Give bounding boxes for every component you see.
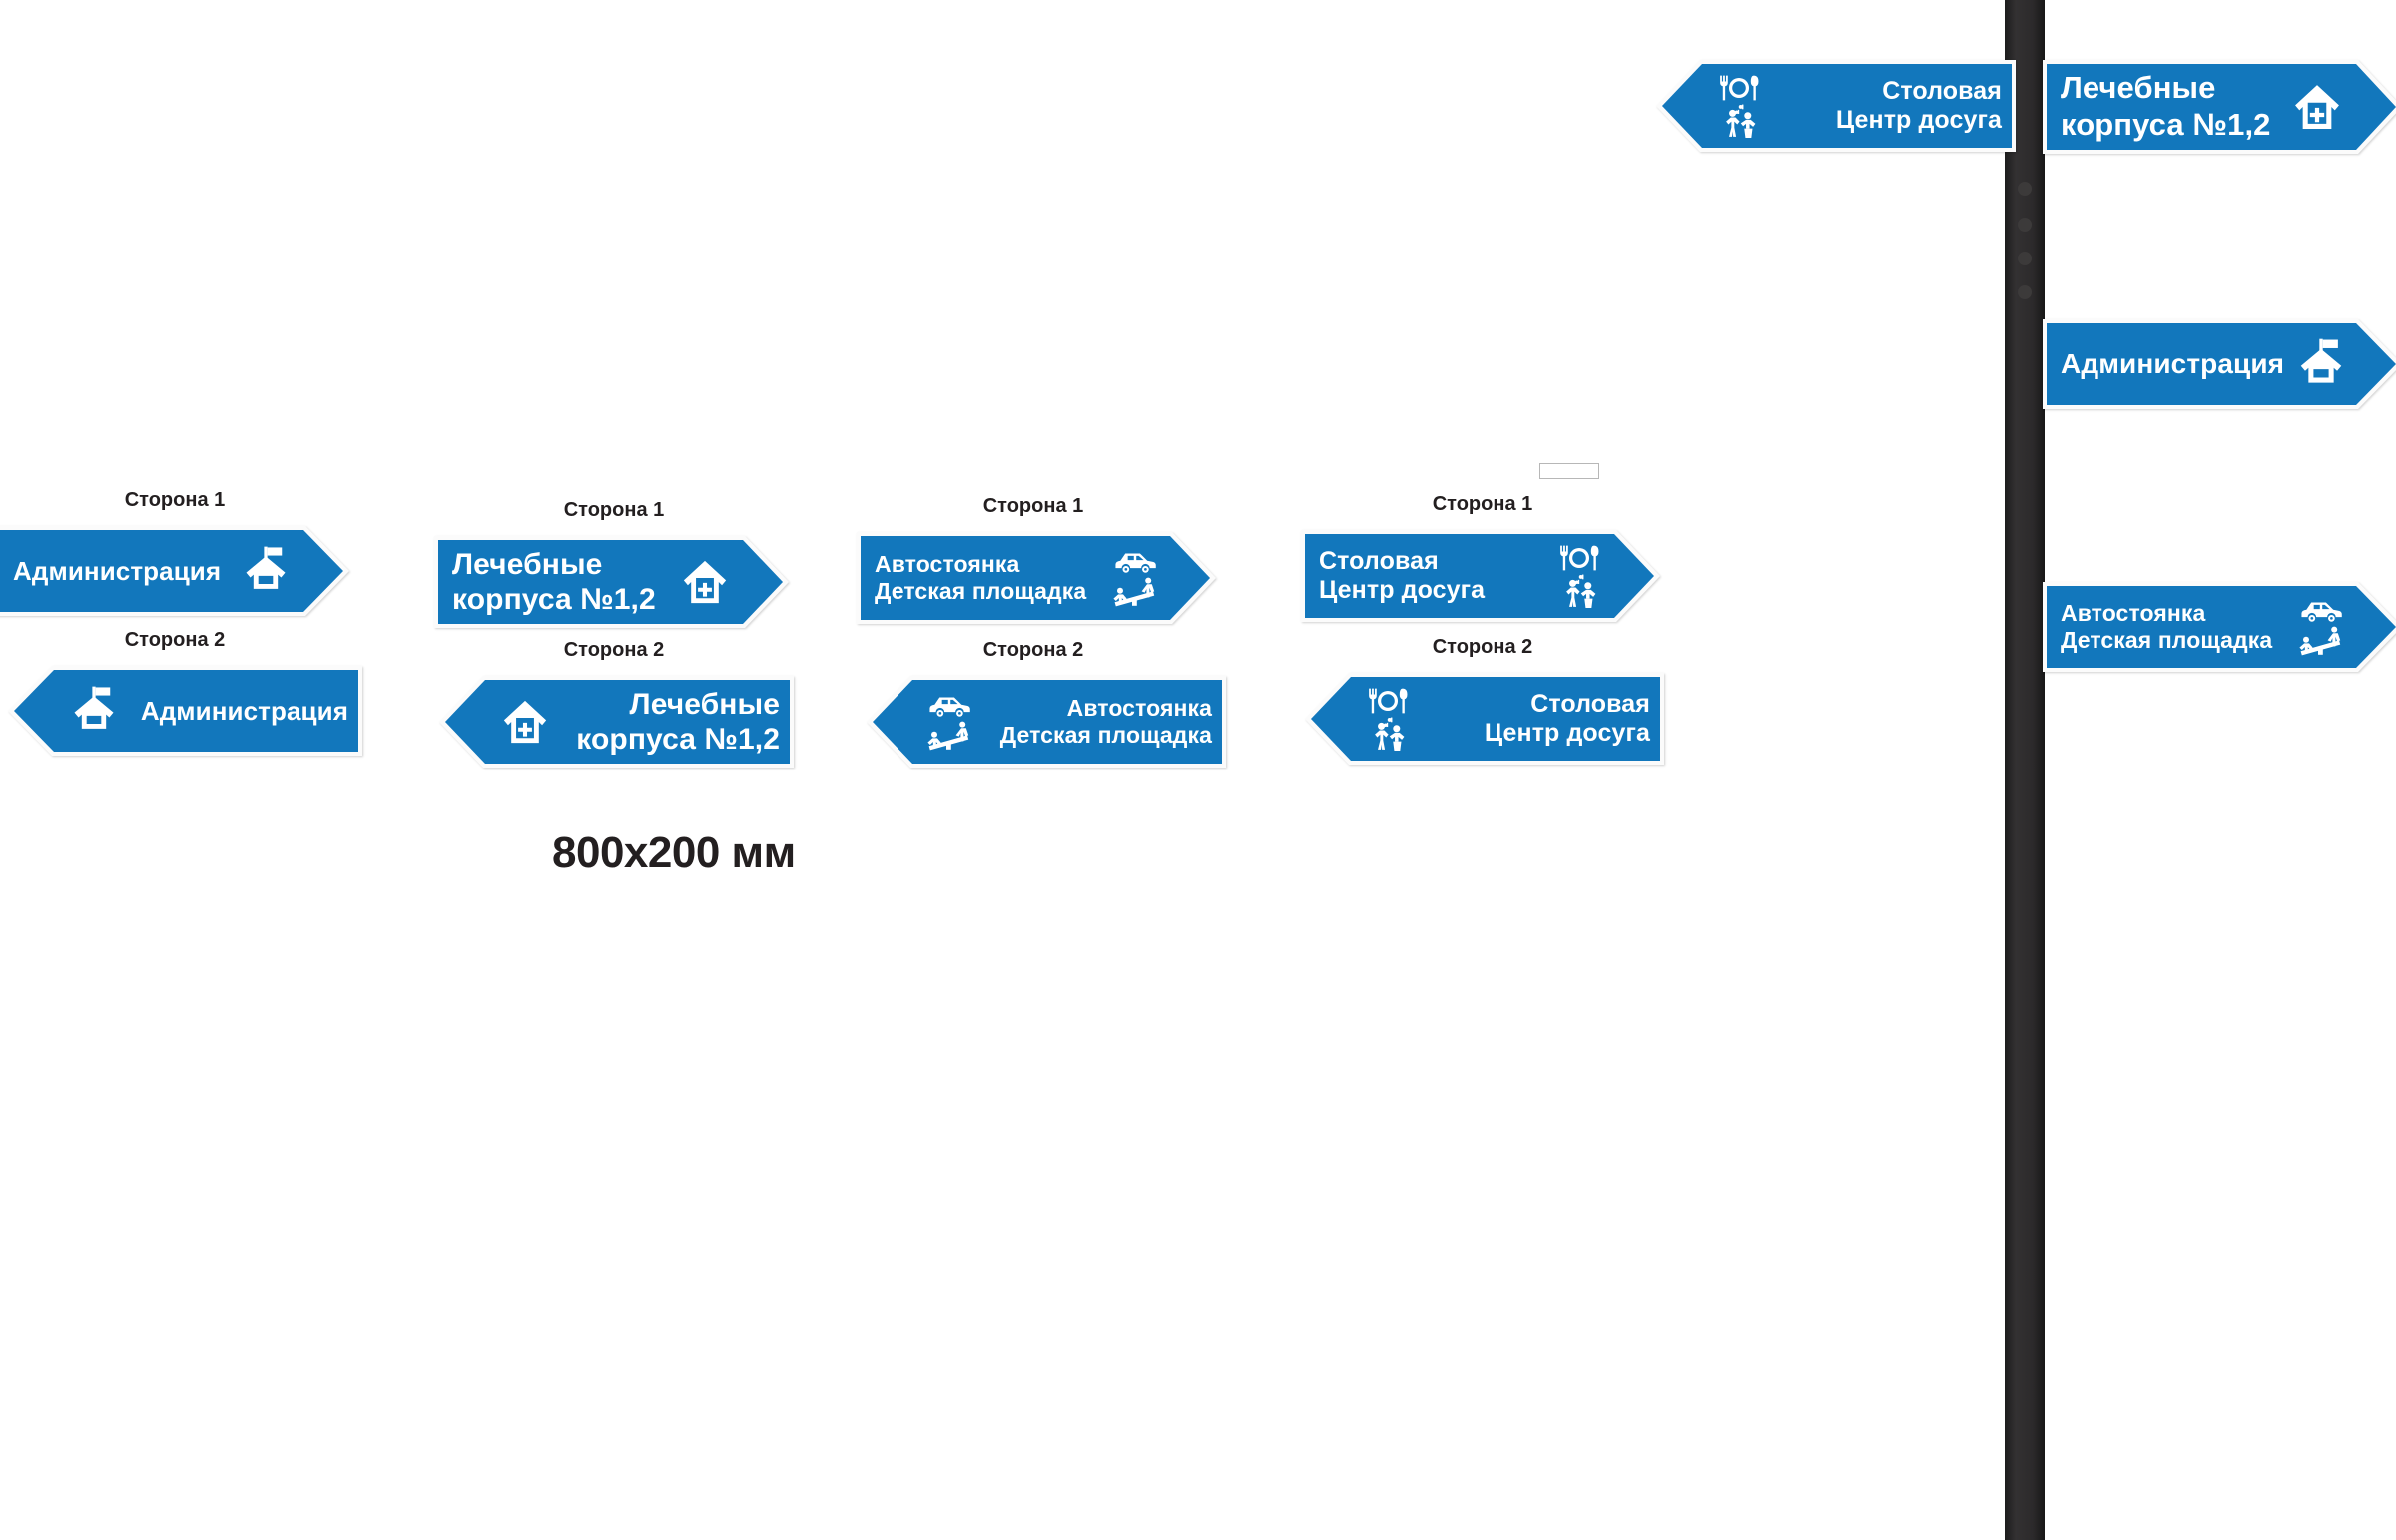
- sign-pole: [2005, 0, 2045, 1540]
- sign-frame: [857, 532, 1216, 624]
- caption-side1-medical: Сторона 1: [563, 499, 665, 521]
- caption-side2-parking: Сторона 2: [982, 639, 1084, 661]
- sign-pictograms: [499, 696, 551, 748]
- sign-pictograms: [1112, 549, 1158, 607]
- sign-pictograms: [1716, 74, 1762, 138]
- sign-line: Центр досуга: [1835, 106, 2002, 134]
- cutlery-plate-icon: [1720, 75, 1759, 101]
- sign-line: Автостоянка: [875, 550, 1020, 577]
- sign-labels: Администрация: [130, 696, 348, 727]
- sign-pictograms: [1365, 687, 1411, 751]
- house-flag-icon: [2300, 338, 2342, 383]
- sign-labels: Автостоянка Детская площадка: [2061, 600, 2288, 654]
- sign-canteen-side2[interactable]: Столовая Центр досуга: [1305, 673, 1664, 765]
- sign-labels: Автостоянка Детская площадка: [875, 551, 1102, 605]
- sign-frame: [8, 666, 362, 756]
- sign-line: Лечебные: [629, 687, 780, 721]
- car-icon: [2301, 602, 2342, 622]
- sign-labels: Лечебные корпуса №1,2: [2061, 70, 2280, 143]
- caption-side2-medical: Сторона 2: [563, 639, 665, 661]
- sign-line: Столовая: [1319, 546, 1439, 575]
- caption-side2-administration: Сторона 2: [124, 629, 226, 651]
- sign-labels: Столовая Центр досуга: [1319, 547, 1546, 606]
- sign-administration-side2[interactable]: Администрация: [8, 666, 362, 756]
- sign-line: Столовая: [1530, 689, 1650, 718]
- cutlery-plate-icon: [1369, 688, 1408, 714]
- sign-labels: Лечебные корпуса №1,2: [561, 687, 780, 758]
- sign-line: Детская площадка: [875, 578, 1087, 604]
- sign-canteen-side1[interactable]: Столовая Центр досуга: [1301, 530, 1660, 622]
- car-icon: [929, 697, 970, 717]
- house-flag-icon: [246, 546, 286, 589]
- sign-pictograms: [926, 693, 972, 751]
- sign-labels: Администрация: [13, 556, 230, 587]
- sign-frame: [434, 536, 789, 628]
- caption-side2-canteen: Сторона 2: [1432, 636, 1533, 658]
- sign-pictograms: [240, 545, 292, 597]
- house-cross-icon: [503, 700, 547, 744]
- house-cross-icon: [683, 560, 727, 604]
- sign-frame: [867, 676, 1226, 768]
- sign-labels: Лечебные корпуса №1,2: [452, 547, 669, 618]
- caption-side1-administration: Сторона 1: [124, 489, 226, 511]
- sign-labels: Автостоянка Детская площадка: [982, 695, 1212, 749]
- house-cross-icon: [2295, 85, 2339, 129]
- sign-administration-side1[interactable]: Администрация: [0, 526, 349, 616]
- sign-line: Лечебные: [452, 547, 603, 581]
- sign-pole-medical[interactable]: Лечебные корпуса №1,2: [2043, 60, 2396, 154]
- sign-line: Столовая: [1882, 76, 2002, 105]
- sign-pictograms: [68, 685, 120, 737]
- sign-medical-side2[interactable]: Лечебные корпуса №1,2: [439, 676, 794, 768]
- sign-frame: [2043, 582, 2396, 672]
- sign-frame: [0, 526, 349, 616]
- sign-line: корпуса №1,2: [452, 583, 656, 616]
- seesaw-icon: [1113, 577, 1155, 607]
- sign-frame: [1301, 530, 1660, 622]
- sign-pictograms: [2298, 598, 2344, 656]
- empty-placeholder-box: [1539, 463, 1599, 479]
- sign-pictograms: [2290, 80, 2344, 134]
- cutlery-plate-icon: [1560, 545, 1599, 571]
- sign-medical-side1[interactable]: Лечебные корпуса №1,2: [434, 536, 789, 628]
- sign-pictograms: [1556, 544, 1602, 608]
- sign-pole-administration[interactable]: Администрация: [2043, 319, 2396, 409]
- dancers-icon: [1566, 574, 1596, 608]
- sign-line: Администрация: [13, 555, 222, 586]
- seesaw-icon: [927, 721, 969, 751]
- sign-frame: [1305, 673, 1664, 765]
- sign-line: Администрация: [2061, 348, 2285, 380]
- sign-line: Центр досуга: [1319, 576, 1486, 604]
- sign-pictograms: [679, 556, 731, 608]
- sign-labels: Столовая Центр досуга: [1772, 77, 2002, 136]
- sign-labels: Столовая Центр досуга: [1421, 690, 1650, 749]
- sign-frame: [439, 676, 794, 768]
- sign-pole-parking[interactable]: Автостоянка Детская площадка: [2043, 582, 2396, 672]
- sign-line: Детская площадка: [999, 722, 1212, 748]
- sign-frame: [1656, 60, 2016, 152]
- sign-parking-side1[interactable]: Автостоянка Детская площадка: [857, 532, 1216, 624]
- sign-pictograms: [2294, 337, 2348, 391]
- caption-side1-canteen: Сторона 1: [1432, 493, 1533, 515]
- sign-parking-side2[interactable]: Автостоянка Детская площадка: [867, 676, 1226, 768]
- seesaw-icon: [2299, 626, 2341, 656]
- sign-pole-canteen[interactable]: Столовая Центр досуга: [1656, 60, 2016, 152]
- sign-line: Детская площадка: [2061, 627, 2273, 653]
- sign-line: Лечебные: [2061, 70, 2216, 106]
- sign-line: Центр досуга: [1484, 719, 1650, 747]
- sign-labels: Администрация: [2061, 347, 2284, 380]
- size-caption: 800x200 мм: [552, 828, 796, 877]
- dancers-icon: [1726, 104, 1756, 138]
- sign-line: Автостоянка: [1066, 694, 1212, 721]
- dancers-icon: [1375, 717, 1405, 751]
- sign-line: корпуса №1,2: [2061, 107, 2271, 142]
- sign-line: Автостоянка: [2061, 599, 2206, 626]
- car-icon: [1115, 553, 1156, 573]
- caption-side1-parking: Сторона 1: [982, 495, 1084, 517]
- sign-line: Администрация: [140, 695, 348, 726]
- sign-line: корпуса №1,2: [576, 723, 780, 756]
- house-flag-icon: [74, 686, 114, 729]
